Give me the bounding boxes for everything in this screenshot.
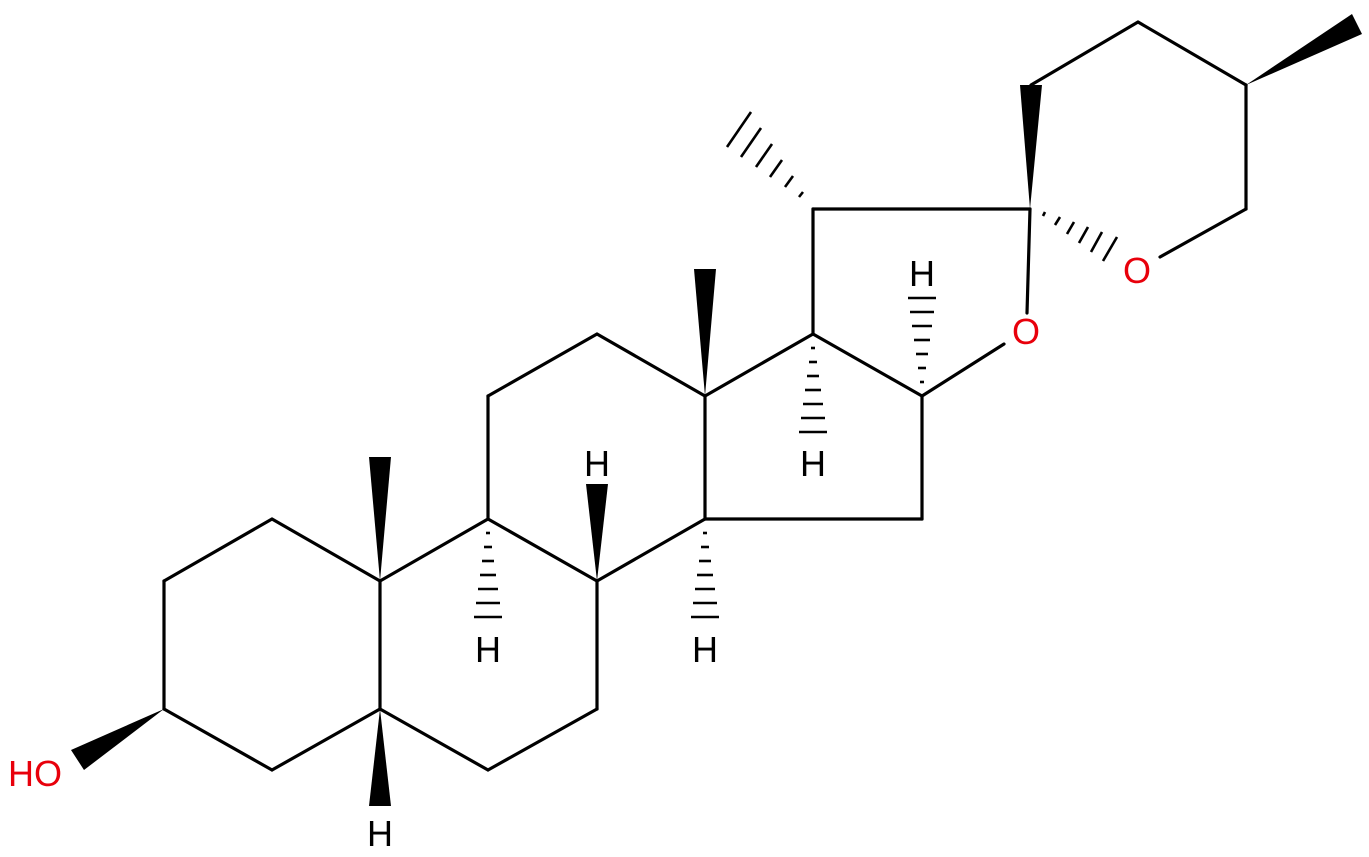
hash-bond [799, 346, 827, 434]
bond [1029, 20, 1140, 87]
bond [162, 517, 274, 583]
bond [703, 332, 815, 398]
bond [1136, 20, 1248, 87]
bond [595, 517, 707, 583]
hash-bond [474, 531, 502, 619]
bond [270, 707, 382, 772]
bond [378, 517, 490, 583]
hydroxyl-label: HO [8, 753, 62, 794]
atom-labels: HO O O H H H H H H [8, 250, 1151, 854]
bond [162, 707, 274, 772]
hydrogen-label-c14: H [692, 629, 718, 670]
hash-bond [691, 531, 719, 619]
hydrogen-label-c16: H [909, 253, 935, 294]
bond [920, 342, 1006, 398]
hash-bond [908, 296, 936, 384]
hash-bond [725, 111, 805, 198]
bond [1025, 207, 1032, 315]
bond [270, 517, 382, 583]
bond [486, 332, 599, 398]
oxygen-furan-label: O [1012, 311, 1040, 352]
hash-bonds [474, 111, 1119, 619]
wedge-bond [71, 709, 164, 770]
bond [486, 517, 599, 583]
oxygen-pyran-label: O [1123, 250, 1151, 291]
bond [1158, 207, 1248, 259]
hash-bond [1041, 211, 1119, 262]
hydrogen-label-c9: H [475, 629, 501, 670]
bond [486, 707, 599, 772]
wedge-bond [1020, 85, 1042, 209]
wedge-bond [1246, 14, 1362, 85]
bond [811, 332, 924, 398]
bonds [162, 20, 1248, 772]
bond [595, 332, 707, 398]
hydrogen-label-c5: H [367, 813, 393, 854]
bond [378, 707, 490, 772]
wedge-bonds [71, 14, 1362, 806]
wedge-bond [694, 269, 716, 396]
wedge-bond [369, 709, 391, 806]
wedge-bond [369, 457, 391, 581]
wedge-bond [586, 484, 608, 581]
hydrogen-label-c17: H [800, 443, 826, 484]
hydrogen-label-c8: H [584, 443, 610, 484]
